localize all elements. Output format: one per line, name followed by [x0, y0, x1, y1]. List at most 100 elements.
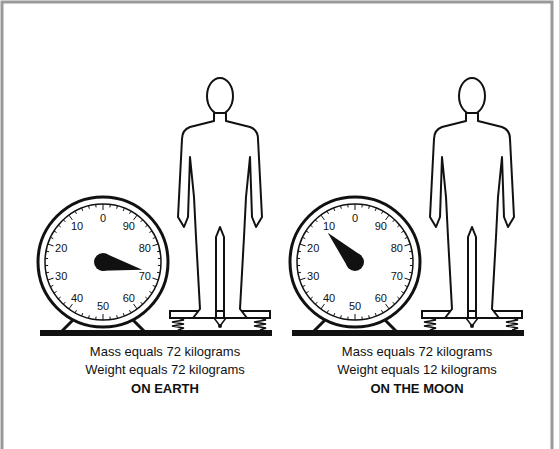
dial-tick: [129, 211, 130, 214]
dial-tick: [109, 204, 110, 207]
dial-tick: [45, 265, 48, 266]
dial-tick: [51, 285, 54, 286]
dial-tick: [116, 206, 118, 209]
dial-tick: [82, 208, 83, 211]
dial-tick: [361, 317, 362, 320]
frame: [2, 2, 552, 449]
dial-tick: [381, 310, 382, 313]
dial-tick: [58, 297, 60, 299]
dial-tick: [46, 272, 49, 274]
dial-number: 90: [123, 221, 135, 232]
dial-tick: [410, 258, 413, 259]
dial-tick: [368, 206, 370, 209]
dial-tick: [347, 204, 348, 207]
dial-tick: [75, 310, 76, 313]
dial-tick: [327, 310, 328, 313]
dial-number: 10: [323, 221, 335, 232]
dial-tick: [404, 244, 410, 246]
dial-tick: [123, 208, 124, 211]
dial-number: 20: [307, 243, 319, 254]
dial-tick: [405, 237, 408, 238]
dial-tick: [321, 215, 325, 220]
dial-tick: [45, 258, 48, 259]
dial-number: 0: [352, 213, 358, 224]
dial-tick: [152, 244, 158, 246]
dial-tick: [116, 315, 118, 318]
dial-tick: [310, 225, 312, 227]
dial-tick: [381, 211, 382, 214]
dial-tick: [300, 244, 306, 246]
dial-tick: [63, 220, 65, 222]
dial-tick: [404, 278, 410, 280]
dial-tick: [51, 237, 54, 238]
dial-number: 50: [349, 301, 361, 312]
dial-number: 50: [97, 301, 109, 312]
dial-tick: [405, 285, 408, 286]
dial-tick: [297, 258, 300, 259]
dial-tick: [103, 204, 104, 210]
dial-number: 30: [307, 270, 319, 281]
dial-tick: [157, 251, 160, 253]
dial-tick: [368, 315, 370, 318]
dial-hub: [346, 253, 364, 271]
dial-tick: [153, 285, 156, 286]
dial-tick: [88, 206, 90, 209]
dial-number: 60: [375, 292, 387, 303]
dial-number: 70: [391, 270, 403, 281]
dial-number: 30: [55, 270, 67, 281]
dial-tick: [82, 313, 83, 316]
dial-hub: [94, 253, 112, 271]
dial-tick: [54, 231, 57, 233]
dial-tick: [393, 220, 395, 222]
dial-tick: [401, 231, 404, 233]
dial-number: 80: [391, 243, 403, 254]
dial-tick: [386, 304, 390, 309]
dial-number: 20: [55, 243, 67, 254]
dial-tick: [63, 302, 65, 304]
dial-number: 90: [375, 221, 387, 232]
dial-tick: [310, 297, 312, 299]
dial-tick: [397, 297, 399, 299]
dial-tick: [298, 251, 301, 253]
dial-tick: [401, 291, 404, 293]
caption-line: Weight equals 12 kilograms: [337, 362, 496, 378]
dial-tick: [145, 297, 147, 299]
dial-tick: [393, 302, 395, 304]
dial-tick: [134, 304, 138, 309]
dial-number: 0: [100, 213, 106, 224]
dial-tick: [306, 231, 309, 233]
dial-tick: [109, 317, 110, 320]
dial-tick: [355, 314, 356, 320]
dial-number: 40: [71, 292, 83, 303]
dial-tick: [297, 265, 300, 266]
dial-tick: [129, 310, 130, 313]
dial-tick: [298, 272, 301, 274]
dial-tick: [141, 302, 143, 304]
dial-tick: [58, 225, 60, 227]
dial-tick: [409, 251, 412, 253]
dial-tick: [54, 291, 57, 293]
dial-number: 60: [123, 292, 135, 303]
dial-tick: [321, 304, 325, 309]
dial-tick: [409, 272, 412, 274]
dial-tick: [340, 315, 342, 318]
dial-tick: [334, 313, 335, 316]
dial-tick: [69, 215, 73, 220]
dial-tick: [75, 211, 76, 214]
dial-ticks: [45, 204, 413, 320]
dial-tick: [134, 215, 138, 220]
dial-tick: [152, 278, 158, 280]
dial-tick: [141, 220, 143, 222]
dial-tick: [334, 208, 335, 211]
dial-tick: [375, 313, 376, 316]
dial-tick: [410, 265, 413, 266]
dial-tick: [149, 231, 152, 233]
caption-line: Weight equals 72 kilograms: [85, 362, 244, 378]
dial-tick: [347, 317, 348, 320]
dial-tick: [361, 204, 362, 207]
dial-number: 40: [323, 292, 335, 303]
dial-tick: [158, 265, 161, 266]
dial-tick: [149, 291, 152, 293]
dial-tick: [386, 215, 390, 220]
